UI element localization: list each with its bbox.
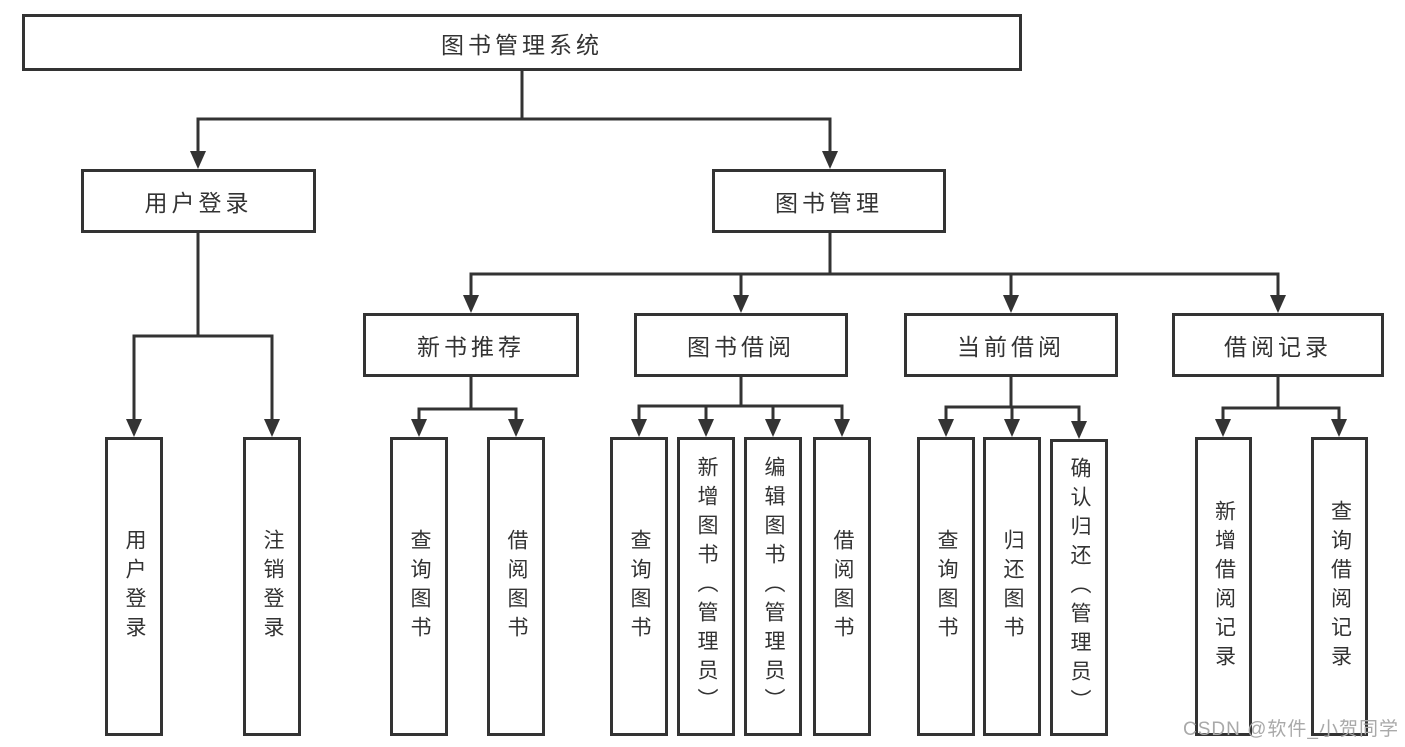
node-current-borrowing: 当前借阅	[904, 313, 1118, 377]
leaf-borrow-books-2-label: 借阅图书	[831, 528, 854, 645]
node-book-borrowing: 图书借阅	[634, 313, 848, 377]
leaf-logout-label: 注销登录	[261, 528, 284, 645]
node-borrowing-records: 借阅记录	[1172, 313, 1384, 377]
node-book-management: 图书管理	[712, 169, 946, 233]
leaf-query-books-3-label: 查询图书	[935, 528, 958, 645]
leaf-add-books-admin: 新增图书（管理员）	[677, 437, 735, 736]
node-user-login: 用户登录	[81, 169, 316, 233]
leaf-query-borrow-record: 查询借阅记录	[1311, 437, 1368, 736]
leaf-query-books-1: 查询图书	[390, 437, 448, 736]
leaf-user-login: 用户登录	[105, 437, 163, 736]
leaf-query-books-2-label: 查询图书	[628, 528, 651, 645]
csdn-watermark: CSDN @软件_小贺同学	[1183, 719, 1399, 740]
node-book-borrowing-label: 图书借阅	[687, 334, 795, 360]
leaf-edit-books-admin-label: 编辑图书（管理员）	[762, 456, 785, 717]
node-library-management-system-label: 图书管理系统	[441, 31, 603, 58]
node-new-book-recommendation: 新书推荐	[363, 313, 579, 377]
node-book-management-label: 图书管理	[775, 190, 883, 216]
leaf-borrow-books-2: 借阅图书	[813, 437, 871, 736]
node-borrowing-records-label: 借阅记录	[1224, 334, 1332, 360]
node-user-login-label: 用户登录	[144, 190, 253, 216]
leaf-confirm-return-admin-label: 确认归还（管理员）	[1068, 457, 1091, 718]
node-current-borrowing-label: 当前借阅	[957, 334, 1065, 360]
leaf-edit-books-admin: 编辑图书（管理员）	[744, 437, 802, 736]
leaf-user-login-label: 用户登录	[123, 528, 146, 645]
leaf-borrow-books-1-label: 借阅图书	[505, 528, 528, 645]
leaf-query-books-1-label: 查询图书	[408, 528, 431, 645]
leaf-add-borrow-record: 新增借阅记录	[1195, 437, 1252, 736]
node-library-management-system: 图书管理系统	[22, 14, 1022, 71]
leaf-add-borrow-record-label: 新增借阅记录	[1212, 499, 1236, 674]
leaf-logout: 注销登录	[243, 437, 301, 736]
leaf-borrow-books-1: 借阅图书	[487, 437, 545, 736]
node-new-book-recommendation-label: 新书推荐	[417, 334, 525, 360]
leaf-query-books-3: 查询图书	[917, 437, 975, 736]
leaf-return-books-label: 归还图书	[1001, 528, 1024, 645]
leaf-confirm-return-admin: 确认归还（管理员）	[1050, 439, 1108, 736]
leaf-return-books: 归还图书	[983, 437, 1041, 736]
leaf-query-books-2: 查询图书	[610, 437, 668, 736]
leaf-query-borrow-record-label: 查询借阅记录	[1328, 499, 1352, 674]
leaf-add-books-admin-label: 新增图书（管理员）	[695, 456, 718, 717]
